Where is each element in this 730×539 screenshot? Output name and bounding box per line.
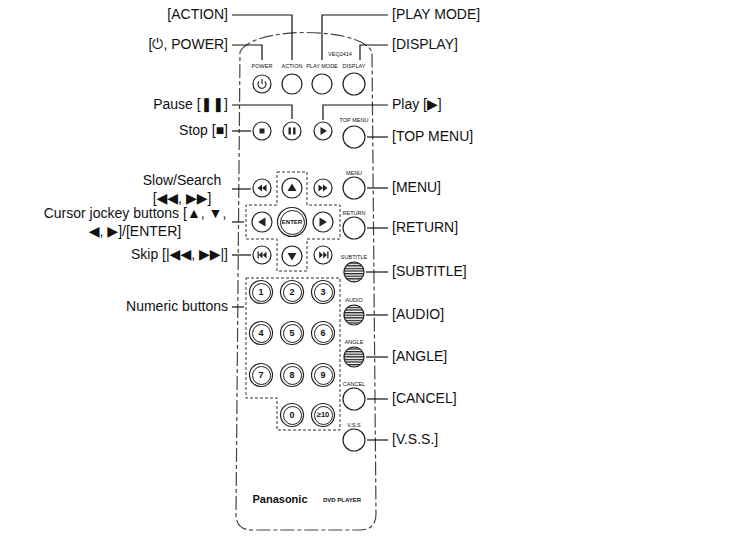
button-label: VEQ2414 (328, 51, 352, 58)
button-text: 0 (289, 411, 294, 420)
button-text: 4 (258, 329, 263, 338)
button-label: ANGLE (345, 339, 364, 346)
enter-button: ENTER (280, 210, 305, 235)
callout-label: [MENU] (392, 179, 441, 197)
button-text: 9 (320, 371, 325, 380)
callout-label: [TOP MENU] (392, 128, 473, 146)
button-label: MENU (346, 170, 362, 177)
numeric-button: 0 (283, 406, 302, 425)
callout-label: [PLAY MODE] (392, 6, 480, 24)
button-group-outline (246, 172, 340, 430)
callout-label: [SUBTITLE] (392, 263, 467, 281)
callout-label: [AUDIO] (392, 306, 444, 324)
button-text: 7 (258, 371, 263, 380)
button-text: 5 (289, 329, 294, 338)
button-text: 2 (289, 288, 294, 297)
button-label: ACTION (282, 63, 303, 70)
button-icons (258, 127, 329, 261)
callout-label: [ANGLE] (392, 348, 447, 366)
button-label: DISPLAY (343, 63, 366, 70)
callout-label: [DISPLAY] (392, 36, 458, 54)
leader-line (232, 15, 388, 440)
numeric-button: 1 (252, 283, 271, 302)
callout-label: [V.S.S.] (392, 431, 438, 449)
brand-text: Panasonic (252, 493, 307, 507)
numeric-button: 2 (283, 283, 302, 302)
button-label: PLAY MODE (306, 63, 338, 70)
callout-label: [ACTION] (167, 6, 228, 24)
button-text: 8 (289, 371, 294, 380)
button-text: ENTER (282, 219, 302, 225)
button-label: CANCEL (343, 381, 365, 388)
callout-label: Slow/Search [◀◀, ▶▶] (136, 172, 228, 207)
numeric-button: 4 (252, 324, 271, 343)
button-text: 3 (320, 288, 325, 297)
callout-label: Stop [■] (179, 122, 228, 140)
numeric-button: 6 (314, 324, 333, 343)
callout-label: [CANCEL] (392, 390, 457, 408)
callout-label: [RETURN] (392, 219, 458, 237)
callout-label: Pause [❚❚] (153, 96, 228, 114)
callout-label: Play [▶] (392, 96, 442, 114)
button-label: AUDIO (345, 297, 362, 304)
callout-label: Skip [|◀◀, ▶▶|] (131, 246, 228, 264)
button-text: ≥10 (317, 411, 329, 419)
brand-text: DVD PLAYER (323, 497, 361, 505)
numeric-button: 8 (283, 366, 302, 385)
callout-label: Cursor jockey buttons [▲, ▼, ◀, ▶]/[ENTE… (42, 205, 228, 240)
button-label: TOP MENU (340, 117, 369, 124)
button-label: POWER (252, 63, 273, 70)
numeric-button: 7 (252, 366, 271, 385)
callout-label: [⏻, POWER] (149, 36, 228, 54)
button-label: V.S.S (347, 422, 361, 429)
numeric-button: ≥10 (314, 406, 333, 425)
numeric-button: 9 (314, 366, 333, 385)
button-label: RETURN (343, 210, 366, 217)
button-text: 1 (258, 288, 263, 297)
callout-label: Numeric buttons (126, 298, 228, 316)
button-text: 6 (320, 329, 325, 338)
power-icon (258, 79, 266, 88)
numeric-button: 5 (283, 324, 302, 343)
button-label: SUBTITLE (341, 254, 367, 261)
remote-body (236, 33, 376, 531)
numeric-button: 3 (314, 283, 333, 302)
